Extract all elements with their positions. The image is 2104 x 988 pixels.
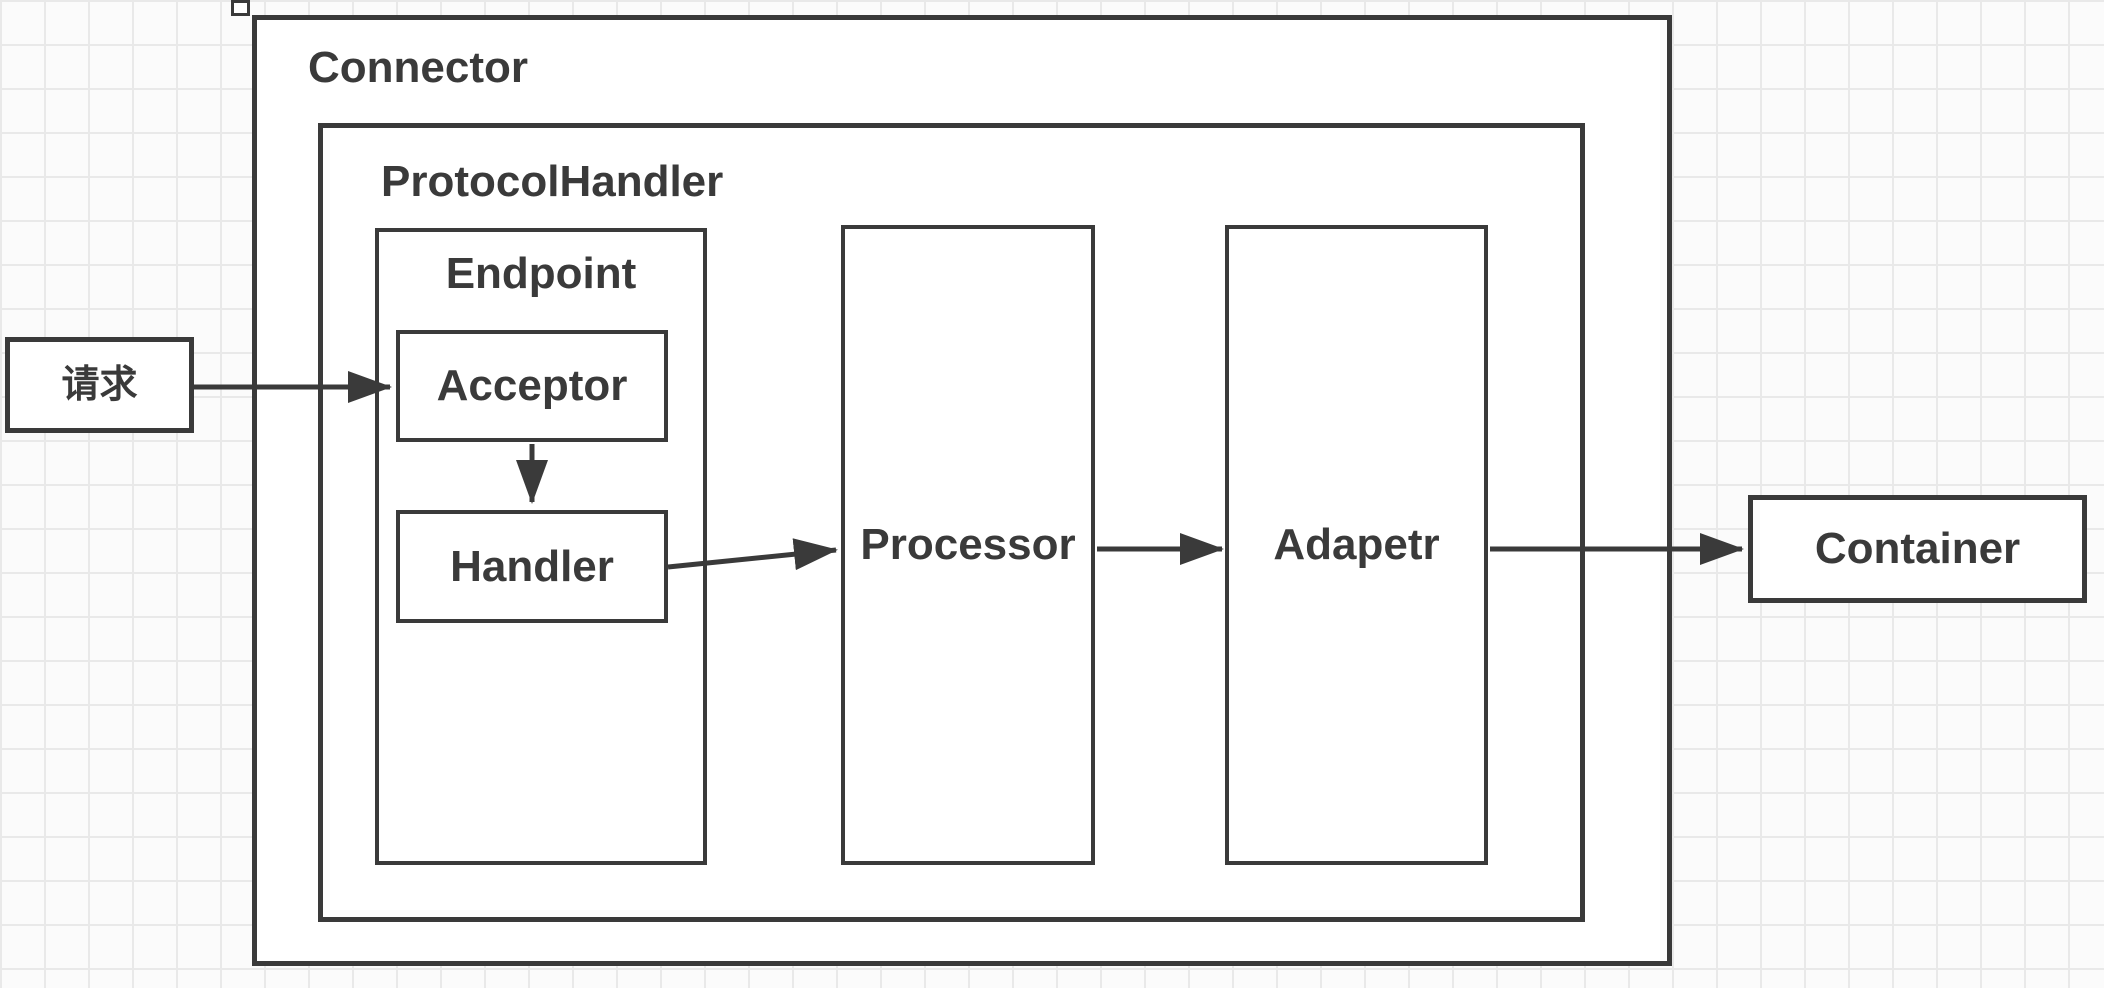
protocol-handler-label: ProtocolHandler xyxy=(381,157,724,206)
endpoint-label: Endpoint xyxy=(445,249,637,298)
container-box: Container xyxy=(1748,495,2087,603)
acceptor-box: Acceptor xyxy=(396,330,668,442)
adapter-label: Adapetr xyxy=(1273,520,1440,569)
handler-label: Handler xyxy=(450,541,614,591)
processor-box: Processor xyxy=(841,225,1095,865)
selection-handle-square xyxy=(231,0,250,16)
adapter-box: Adapetr xyxy=(1225,225,1488,865)
processor-label: Processor xyxy=(860,520,1076,569)
acceptor-label: Acceptor xyxy=(436,361,628,410)
request-label: 请求 xyxy=(61,364,138,406)
connector-label: Connector xyxy=(308,43,528,92)
request-box: 请求 xyxy=(5,337,194,433)
handler-box: Handler xyxy=(396,510,668,623)
container-label: Container xyxy=(1814,524,2021,573)
